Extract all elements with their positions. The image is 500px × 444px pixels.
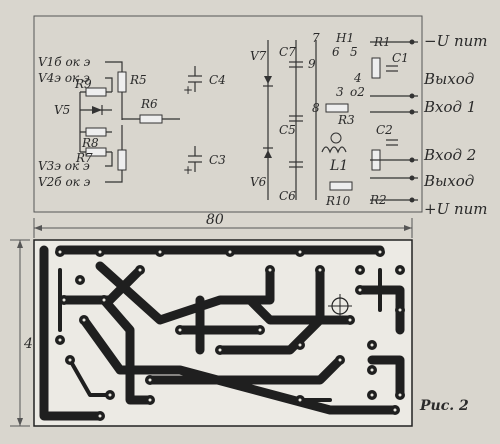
label-r6: R6 [140, 97, 158, 111]
dimension-width: 80 [33, 212, 413, 238]
wire [105, 61, 123, 72]
capacitor-c3: + [183, 146, 202, 177]
label-vhod-1: Вход 1 [423, 98, 476, 116]
pcb-board [33, 239, 413, 427]
resistor-r10 [329, 181, 353, 191]
mounting-hole [328, 294, 352, 318]
label-h1: H1 [335, 31, 354, 45]
label-c6: C6 [279, 189, 296, 203]
figure-caption: Рис. 2 [419, 398, 469, 414]
label-c3: C3 [209, 153, 226, 167]
wire [105, 152, 113, 167]
wire [105, 170, 123, 183]
resistor-lower [117, 149, 127, 171]
dim-width-label: 80 [206, 212, 224, 228]
pcb-pads [55, 247, 405, 421]
label-n3: 3 [336, 85, 344, 99]
diode-v7 [264, 76, 272, 84]
capacitor-c4: + [183, 66, 202, 97]
label-v5: V5 [54, 103, 70, 117]
label-n4: 4 [353, 71, 362, 85]
diode-v6 [264, 150, 272, 158]
schematic: V1б ок э V4э ок э V3э ок э V2б ок э R9 V… [33, 15, 488, 218]
label-c7: C7 [279, 45, 296, 59]
label-vhod-2: Вход 2 [423, 146, 476, 164]
label-minus-upit: −U пит [424, 32, 488, 50]
diode-v5 [92, 106, 102, 114]
label-r9: R9 [74, 77, 92, 91]
label-n9: 9 [308, 57, 316, 71]
label-c5: C5 [279, 123, 296, 137]
label-n5: 5 [350, 45, 358, 59]
label-plus-upit: +U пит [424, 200, 488, 218]
label-v2-terminals: V2б ок э [38, 175, 91, 189]
label-v3-terminals: V3э ок э [38, 159, 90, 173]
resistor-r6 [139, 114, 163, 124]
pcb-traces [39, 245, 405, 421]
label-v1-terminals: V1б ок э [38, 55, 91, 69]
label-r7: R7 [75, 151, 93, 165]
resistor-r8 [85, 127, 107, 137]
label-c1: C1 [392, 51, 409, 65]
label-vyhod-2: Выход [423, 172, 474, 190]
label-vyhod-1: Выход [423, 70, 474, 88]
label-n8: 8 [312, 101, 320, 115]
label-r3: R3 [337, 113, 355, 127]
label-c2: C2 [376, 123, 393, 137]
label-n7: 7 [312, 31, 320, 45]
wire [105, 77, 113, 92]
resistor-r3 [325, 103, 349, 113]
right-terminals [370, 39, 418, 203]
label-r10: R10 [325, 194, 351, 208]
resistor-r9 [85, 87, 107, 97]
label-r5: R5 [129, 73, 147, 87]
resistor-r7 [85, 147, 107, 157]
label-v7: V7 [250, 49, 267, 63]
resistor-r5 [117, 71, 127, 93]
label-o2: о2 [350, 85, 365, 99]
label-c4: C4 [209, 73, 226, 87]
label-l1: L1 [329, 158, 348, 174]
resistor-r1 [371, 57, 381, 79]
svg-text:+: + [183, 83, 193, 97]
inductor-l1 [321, 146, 347, 154]
label-r8: R8 [81, 136, 99, 150]
test-point [330, 132, 342, 144]
label-n6: 6 [332, 45, 340, 59]
label-v4-terminals: V4э ок э [38, 71, 90, 85]
schematic-frame [33, 15, 423, 213]
label-v6: V6 [250, 175, 267, 189]
svg-text:+: + [183, 163, 193, 177]
